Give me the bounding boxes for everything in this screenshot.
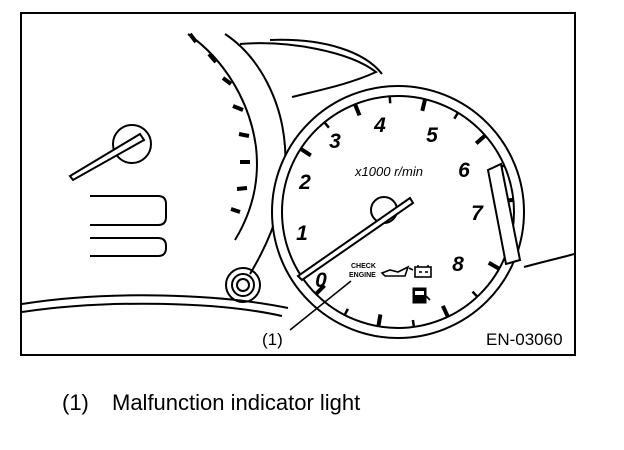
rpm-label-8: 8: [452, 253, 464, 276]
rpm-unit-label: x1000 r/min: [354, 164, 423, 179]
tachometer: 0 1 2 3 4 5 6 7 8 x1000 r/min CHECK ENGI…: [271, 85, 525, 339]
minor-tick: [323, 121, 330, 129]
minor-tick: [471, 290, 479, 298]
rpm-label-6: 6: [458, 159, 470, 182]
rpm-label-5: 5: [426, 124, 438, 147]
caption-number: (1): [62, 390, 89, 415]
redline-band: [486, 162, 522, 266]
major-tick: [440, 305, 450, 318]
tachometer-needle: [296, 196, 415, 282]
check-engine-text-line2: ENGINE: [349, 272, 376, 279]
rpm-label-2: 2: [298, 171, 311, 194]
callout-label: (1): [262, 330, 283, 349]
rpm-label-0: 0: [315, 269, 327, 292]
instrument-cluster-diagram: 0 1 2 3 4 5 6 7 8 x1000 r/min CHECK ENGI…: [20, 12, 576, 356]
caption-text: Malfunction indicator light: [112, 390, 361, 415]
figure-code: EN-03060: [486, 330, 563, 349]
major-tick: [487, 261, 501, 271]
cluster-housing: [21, 38, 575, 317]
speedometer-partial: [68, 32, 287, 275]
trip-knob-icon: [225, 267, 261, 303]
major-tick: [376, 314, 383, 327]
major-tick: [420, 98, 428, 112]
door-warning-icon: [412, 287, 431, 304]
rpm-label-3: 3: [329, 130, 341, 153]
major-tick: [314, 284, 326, 296]
oil-pressure-icon: [380, 265, 414, 277]
major-tick: [353, 103, 362, 117]
major-tick: [299, 147, 312, 158]
minor-tick: [453, 112, 460, 120]
minor-tick: [411, 319, 416, 328]
minor-tick: [388, 96, 392, 104]
rpm-label-7: 7: [471, 202, 484, 225]
check-engine-text-line1: CHECK: [351, 263, 376, 270]
battery-icon: [414, 265, 432, 278]
figure-caption: (1) Malfunction indicator light: [62, 390, 360, 416]
rpm-label-4: 4: [373, 114, 386, 137]
major-tick: [474, 133, 487, 145]
callout-leader: [289, 280, 352, 331]
rpm-label-1: 1: [296, 222, 308, 245]
minor-tick: [343, 308, 350, 316]
